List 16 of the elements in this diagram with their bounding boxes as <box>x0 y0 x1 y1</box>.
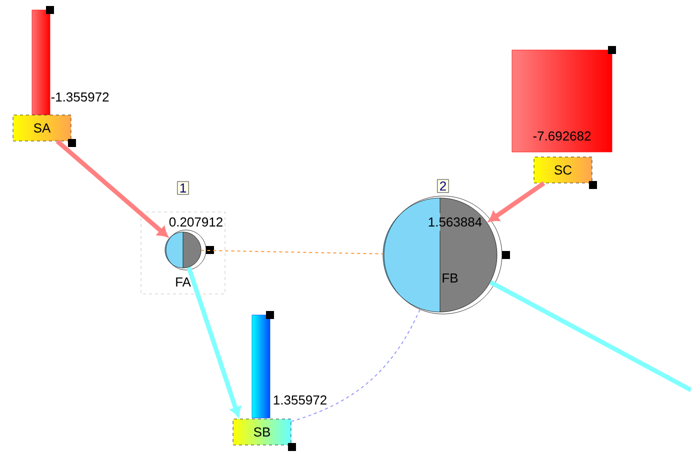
arrow <box>186 266 241 417</box>
connector <box>290 308 421 422</box>
connector <box>489 280 691 392</box>
node-label: FA <box>176 278 191 286</box>
value-label: 1.355972 <box>274 395 326 405</box>
node-label: 0.207912 <box>169 217 222 227</box>
arrow <box>56 140 168 238</box>
number-badge: 2 <box>437 179 449 193</box>
source-box: SC <box>534 156 592 184</box>
arrow <box>488 181 546 222</box>
connector <box>200 250 384 254</box>
source-box: SA <box>12 114 72 142</box>
source-box: SB <box>232 418 292 446</box>
value-label: -1.355972 <box>51 92 109 102</box>
value-label: -7.692682 <box>533 131 591 141</box>
number-badge: 1 <box>177 181 189 195</box>
